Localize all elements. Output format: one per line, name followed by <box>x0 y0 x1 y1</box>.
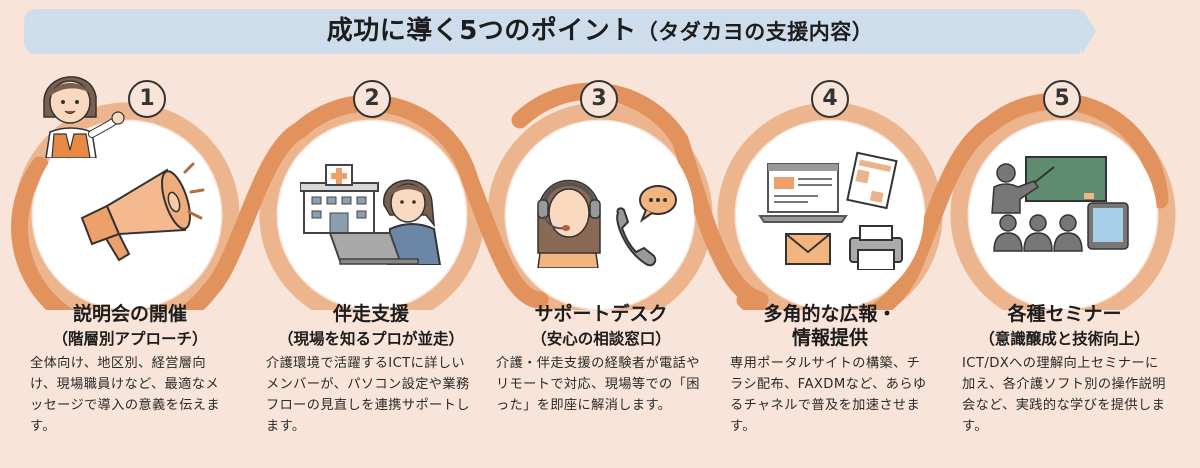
point-subtitle: （意識醸成と技術向上） <box>979 330 1150 348</box>
point-description: 介護環境で活躍するICTに詳しいメンバーが、パソコン設定や業務フローの見直しを連… <box>266 356 470 434</box>
point-card-3: サポートデスク （安心の相談窓口） 介護・伴走支援の経験者が電話やリモートで対応… <box>496 302 706 416</box>
point-subtitle: （現場を知るプロが並走） <box>277 330 464 348</box>
megaphone-icon <box>80 162 205 262</box>
point-title: 伴走支援 <box>332 303 409 325</box>
web-print-mail-icon <box>758 151 903 270</box>
point-title: 多角的な広報・ <box>763 303 897 325</box>
title-main: 成功に導く5つのポイント <box>326 16 637 46</box>
point-description: 介護・伴走支援の経験者が電話やリモートで対応、現場等での「困った」を即座に解消し… <box>496 356 700 413</box>
point-card-2: 伴走支援 （現場を知るプロが並走） 介護環境で活躍するICTに詳しいメンバーが、… <box>266 302 476 437</box>
point-title: 各種セミナー <box>1007 303 1122 325</box>
point-number-4: 4 <box>811 80 849 118</box>
woman-guide-icon <box>43 76 125 158</box>
point-subtitle: （階層別アプローチ） <box>52 330 208 348</box>
point-card-1: 説明会の開催 （階層別アプローチ） 全体向け、地区別、経営層向け、現場職員けなど… <box>30 302 230 437</box>
page-title: 成功に導く5つのポイント（タダカヨの支援内容） <box>0 9 1200 54</box>
point-number-1: 1 <box>128 80 166 118</box>
headset-phone-icon <box>537 179 677 268</box>
point-title: サポートデスク <box>534 303 668 325</box>
point-number-5: 5 <box>1043 80 1081 118</box>
point-description: 全体向け、地区別、経営層向け、現場職員けなど、最適なメッセージで導入の意義を伝え… <box>30 356 220 434</box>
point-title: 説明会の開催 <box>72 303 187 325</box>
hospital-laptop-icon <box>300 164 442 265</box>
point-number-2: 2 <box>353 80 391 118</box>
point-card-5: 各種セミナー （意識醸成と技術向上） ICT/DXへの理解向上セミナーに加え、各… <box>962 302 1167 437</box>
title-subtitle: （タダカヨの支援内容） <box>636 20 874 44</box>
point-card-4: 多角的な広報・ 情報提供 専用ポータルサイトの構築、チラシ配布、FAXDMなど、… <box>730 302 930 437</box>
title-banner <box>24 9 1096 54</box>
point-description: 専用ポータルサイトの構築、チラシ配布、FAXDMなど、あらゆるチャネルで普及を加… <box>730 356 927 434</box>
point-number-3: 3 <box>580 80 618 118</box>
point-subtitle: （安心の相談窓口） <box>531 330 671 348</box>
point-subtitle: 情報提供 <box>791 327 868 349</box>
point-description: ICT/DXへの理解向上セミナーに加え、各介護ソフト別の操作説明会など、実践的な… <box>962 356 1166 434</box>
seminar-icon <box>991 156 1129 252</box>
